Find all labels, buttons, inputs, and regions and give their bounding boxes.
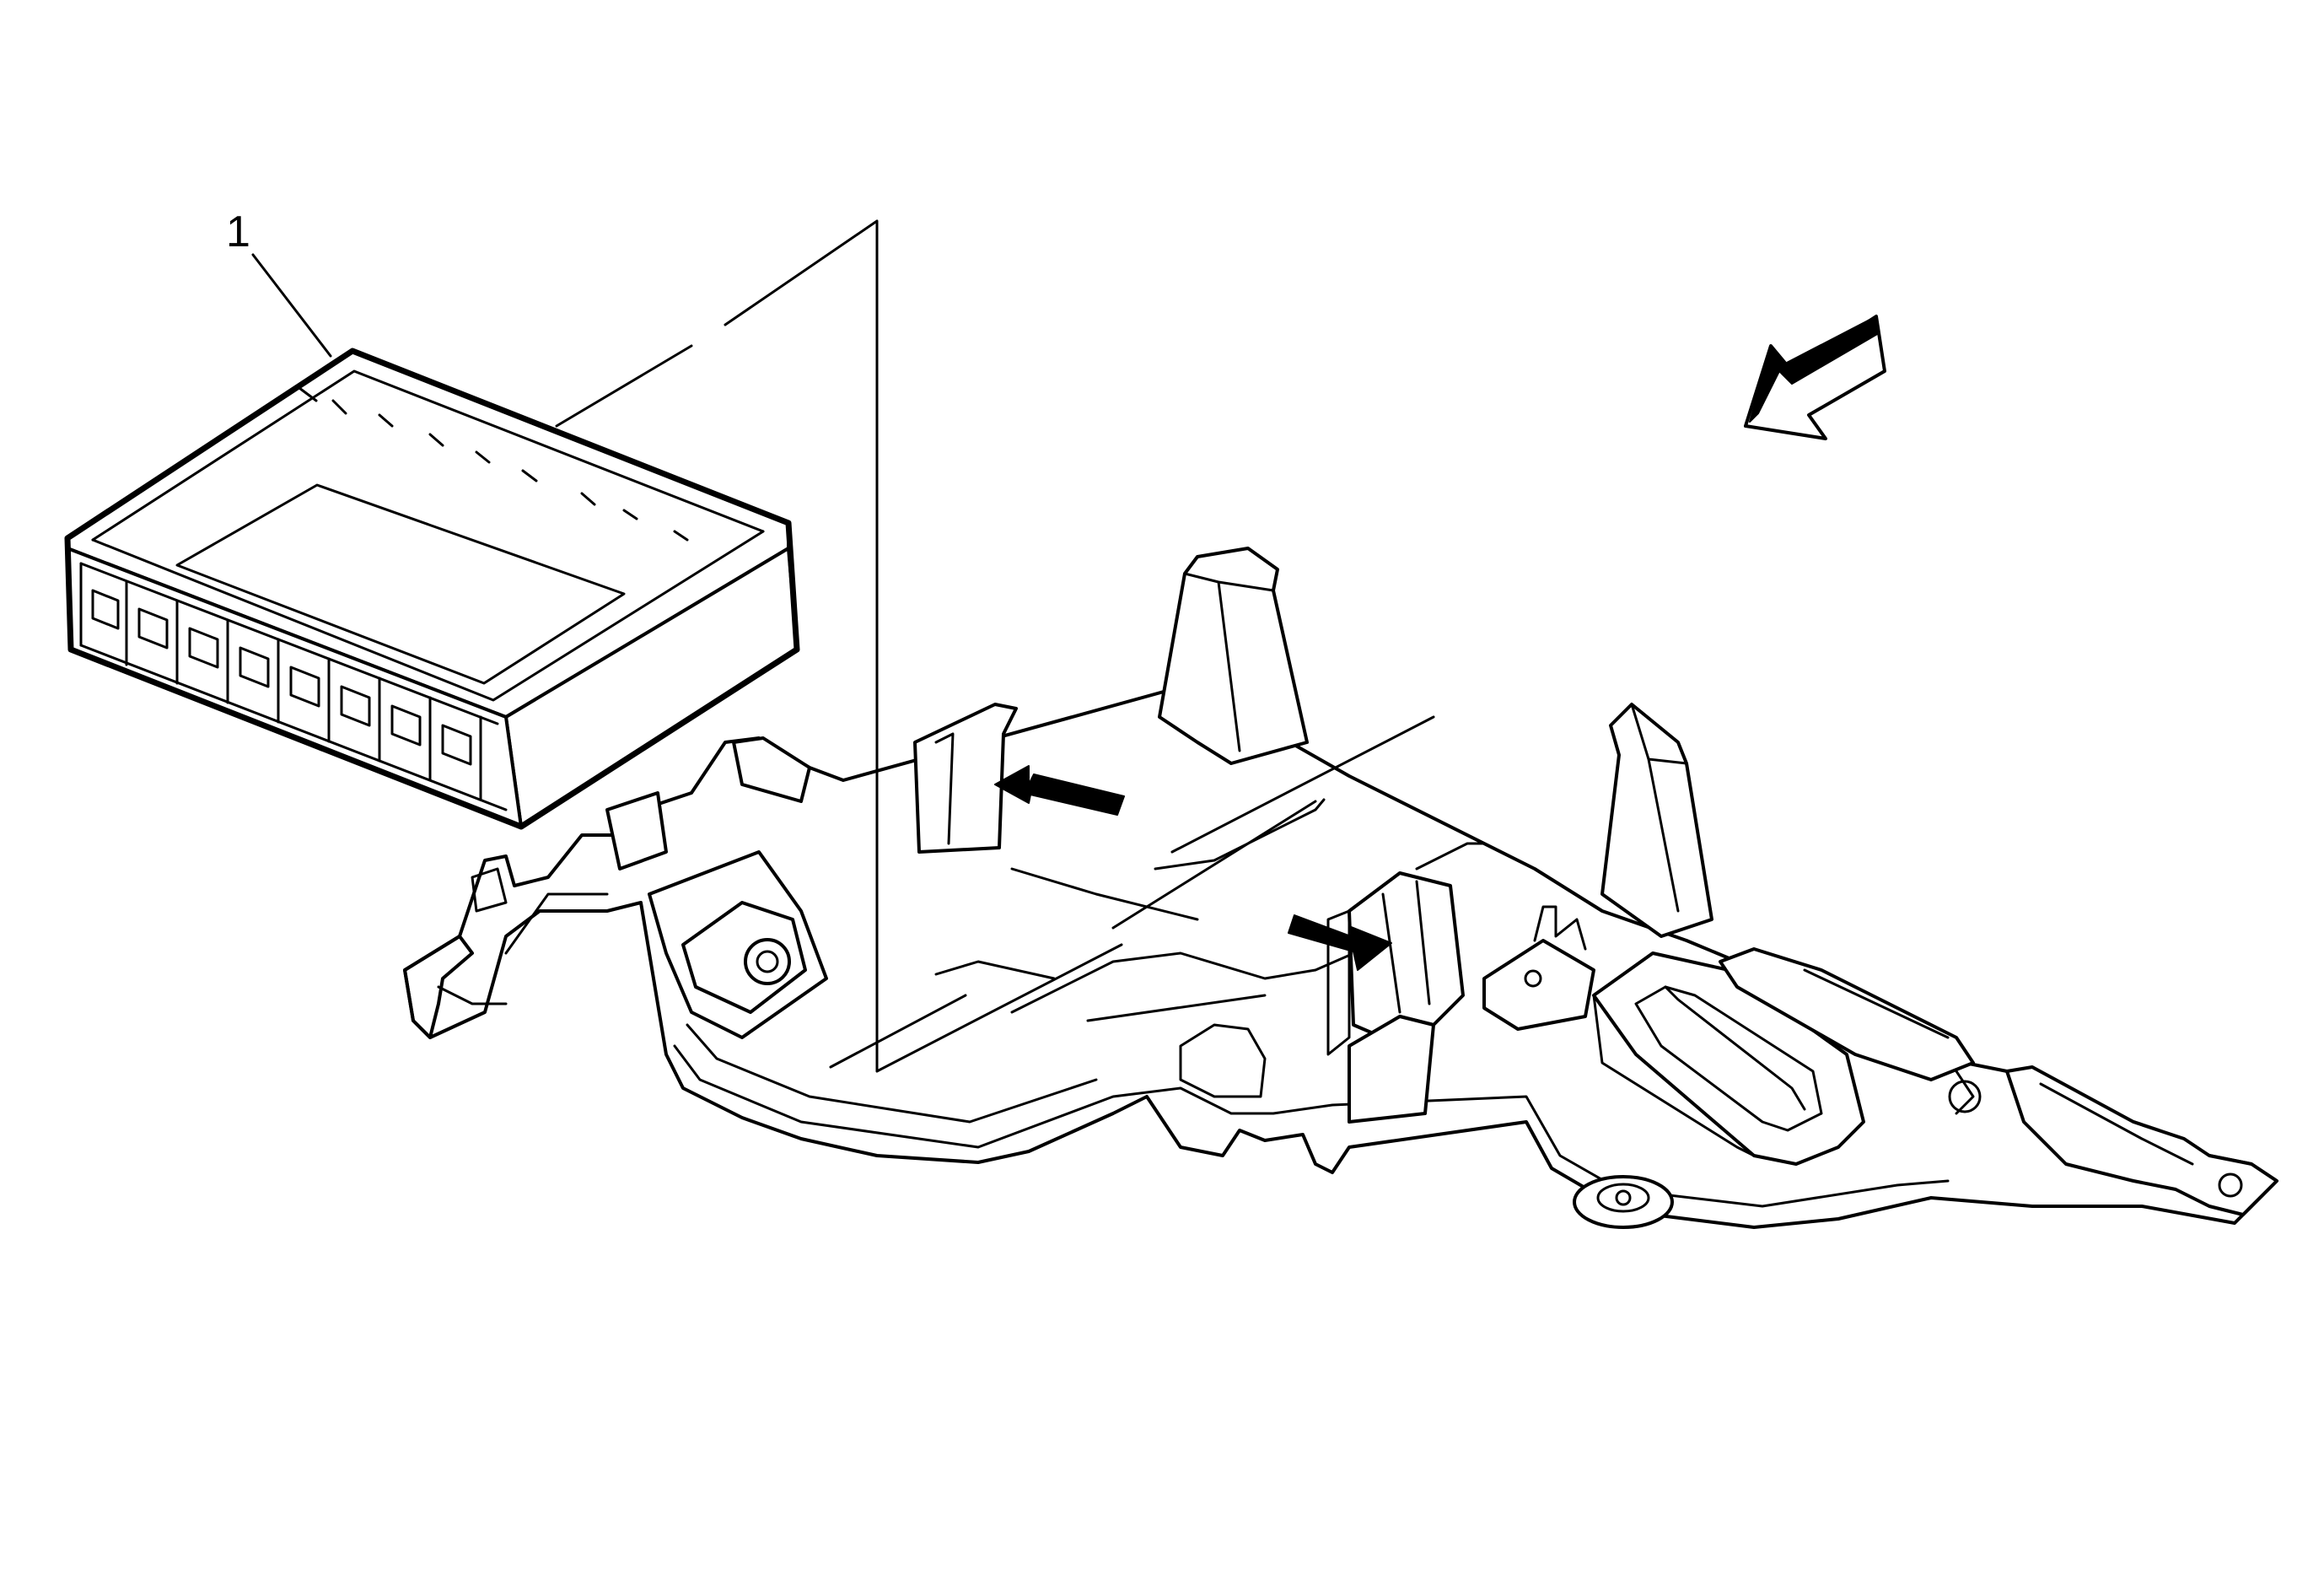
alignment-line <box>555 219 1123 1073</box>
mounting-bracket <box>403 547 2278 1229</box>
callout-label-1: 1 <box>226 208 250 256</box>
front-direction-arrow-icon <box>1744 315 1886 440</box>
pointer-arrow-right <box>1288 914 1392 971</box>
callout-leader-1 <box>251 253 332 358</box>
pointer-arrow-left <box>994 765 1125 816</box>
control-module <box>64 348 800 830</box>
